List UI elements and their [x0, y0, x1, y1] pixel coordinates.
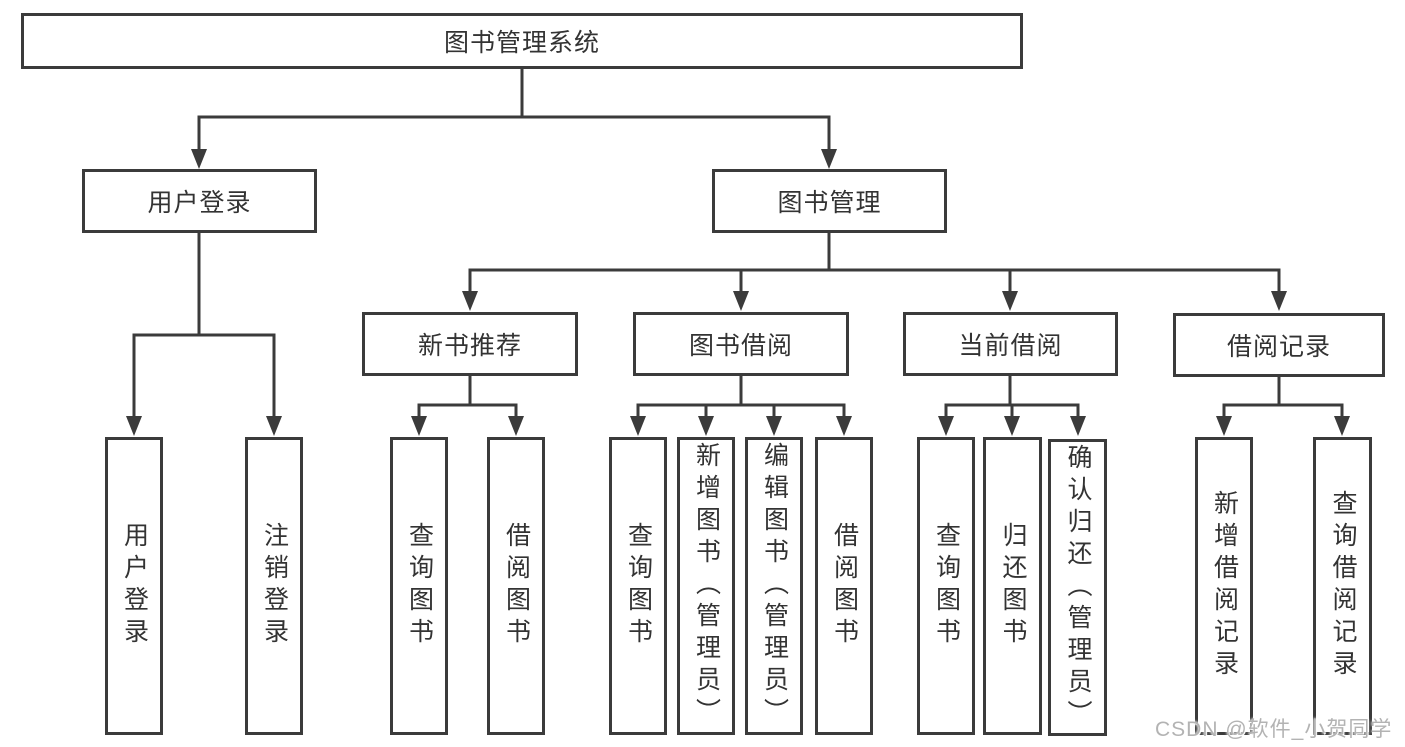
- arrowhead-icon: [1070, 416, 1086, 436]
- node-login: 用户登录: [105, 437, 163, 735]
- node-borrow-edit-book: 编辑图书（管理员）: [745, 437, 803, 735]
- node-borrow-borrow-book: 借阅图书: [815, 437, 873, 735]
- arrowhead-icon: [698, 416, 714, 436]
- arrowhead-icon: [1334, 416, 1350, 436]
- connector-new-book-recommend-children: [411, 376, 524, 436]
- node-root-label: 图书管理系统: [443, 29, 600, 57]
- arrowhead-icon: [1271, 291, 1287, 311]
- node-borrow-record-label: 借阅记录: [1226, 333, 1331, 361]
- arrowhead-icon: [766, 416, 782, 436]
- node-record-query-record-label: 查询借阅记录: [1329, 490, 1357, 682]
- node-book-management: 图书管理: [712, 169, 947, 233]
- node-recommend-borrow-book: 借阅图书: [487, 437, 545, 735]
- arrowhead-icon: [508, 416, 524, 436]
- arrowhead-icon: [733, 291, 749, 311]
- node-logout: 注销登录: [245, 437, 303, 735]
- node-record-add-record-label: 新增借阅记录: [1210, 490, 1239, 682]
- node-borrow-borrow-book-label: 借阅图书: [830, 522, 859, 650]
- node-borrow-add-book-label: 新增图书（管理员）: [692, 442, 721, 730]
- node-root: 图书管理系统: [21, 13, 1023, 69]
- node-user-login: 用户登录: [82, 169, 317, 233]
- arrowhead-icon: [266, 416, 282, 436]
- csdn-watermark: CSDN @软件_小贺同学: [1155, 718, 1393, 741]
- node-borrow-add-book: 新增图书（管理员）: [677, 437, 735, 735]
- arrowhead-icon: [630, 416, 646, 436]
- arrowhead-icon: [462, 291, 478, 311]
- node-book-management-label: 图书管理: [777, 189, 882, 217]
- connector-book-management-children: [462, 233, 1287, 311]
- node-logout-label: 注销登录: [260, 522, 289, 650]
- arrowhead-icon: [1216, 416, 1232, 436]
- node-borrow-edit-book-label: 编辑图书（管理员）: [760, 442, 789, 730]
- connector-user-login-children: [126, 233, 282, 436]
- node-login-label: 用户登录: [120, 522, 149, 650]
- node-current-query-book-label: 查询图书: [932, 522, 961, 650]
- connector-current-borrow-children: [938, 376, 1086, 436]
- node-recommend-borrow-book-label: 借阅图书: [502, 522, 531, 650]
- connector-borrow-record-children: [1216, 376, 1350, 436]
- node-recommend-query-book: 查询图书: [390, 437, 448, 735]
- node-book-borrow: 图书借阅: [633, 312, 849, 376]
- node-new-book-recommend: 新书推荐: [362, 312, 578, 376]
- node-borrow-query-book-label: 查询图书: [624, 522, 653, 650]
- node-current-confirm-return: 确认归还（管理员）: [1048, 439, 1107, 736]
- node-current-return-book-label: 归还图书: [999, 522, 1027, 650]
- arrowhead-icon: [836, 416, 852, 436]
- node-record-query-record: 查询借阅记录: [1313, 437, 1372, 735]
- arrowhead-icon: [411, 416, 427, 436]
- node-record-add-record: 新增借阅记录: [1195, 437, 1253, 735]
- node-recommend-query-book-label: 查询图书: [405, 522, 434, 650]
- arrowhead-icon: [938, 416, 954, 436]
- node-current-query-book: 查询图书: [917, 437, 975, 735]
- node-current-borrow: 当前借阅: [903, 312, 1118, 376]
- node-borrow-query-book: 查询图书: [609, 437, 667, 735]
- node-current-return-book: 归还图书: [983, 437, 1042, 735]
- node-user-login-label: 用户登录: [147, 189, 252, 217]
- node-current-confirm-return-label: 确认归还（管理员）: [1064, 443, 1092, 732]
- connector-book-borrow-children: [630, 376, 852, 436]
- node-book-borrow-label: 图书借阅: [688, 332, 793, 360]
- arrowhead-icon: [821, 149, 837, 169]
- node-current-borrow-label: 当前借阅: [958, 332, 1063, 360]
- node-borrow-record: 借阅记录: [1173, 313, 1385, 377]
- connector-root-to-level2: [191, 69, 837, 169]
- arrowhead-icon: [1002, 291, 1018, 311]
- arrowhead-icon: [191, 149, 207, 169]
- node-new-book-recommend-label: 新书推荐: [417, 332, 522, 360]
- arrowhead-icon: [126, 416, 142, 436]
- arrowhead-icon: [1004, 416, 1020, 436]
